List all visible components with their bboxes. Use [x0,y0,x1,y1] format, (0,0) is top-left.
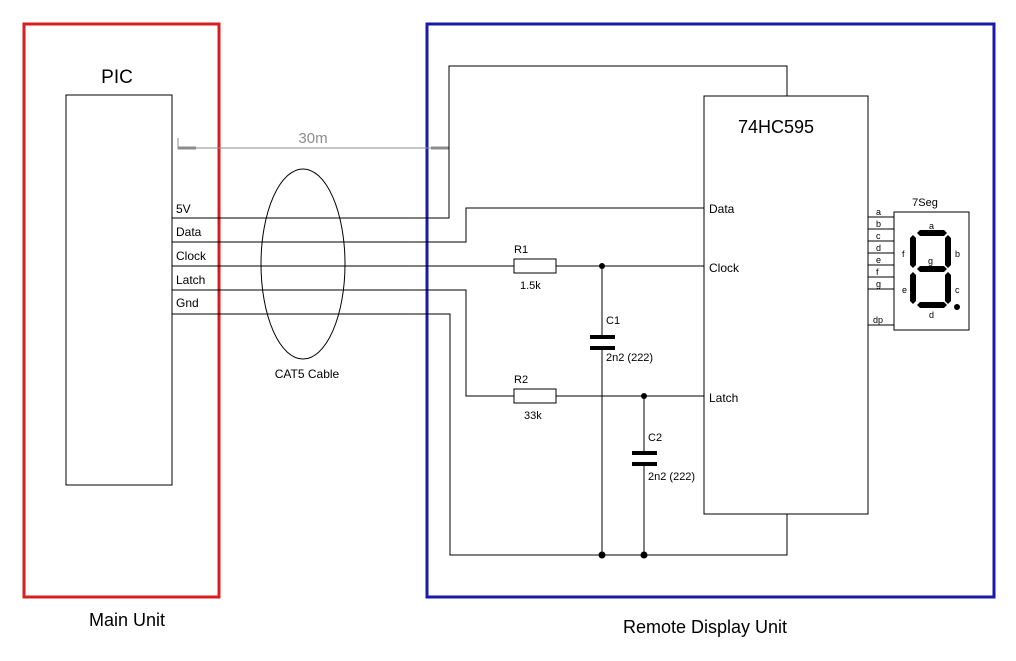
junction-gnd-c2 [640,551,648,559]
seven-seg-segments [910,230,960,310]
svg-text:c: c [955,285,960,295]
pic-pin-latch: Latch [176,273,205,287]
cat5-cable-label: CAT5 Cable [275,367,340,381]
junction-latch-c2 [641,393,647,399]
seg-pin-b: b [876,219,881,229]
c2-name: C2 [648,432,662,444]
remote-unit-caption: Remote Display Unit [623,617,787,637]
segment-f [910,235,916,268]
svg-text:d: d [929,310,934,320]
cat5-cable-ellipse [260,168,346,360]
segment-pin-wires [868,216,894,326]
segment-a [917,230,947,236]
wire-5v [172,65,788,219]
c1-value: 2n2 (222) [606,352,653,364]
seg-pin-e: e [876,255,881,265]
r1-resistor [513,258,557,274]
svg-text:a: a [929,221,934,231]
junction-clock-c1 [599,263,605,269]
remote-unit-border [425,22,996,599]
segment-g [917,266,947,272]
svg-text:g: g [928,256,933,266]
c2-value: 2n2 (222) [648,471,695,483]
svg-text:f: f [902,249,905,259]
r2-value: 33k [524,410,542,422]
pic-chip-label: PIC [101,67,133,88]
c2-capacitor [632,451,657,466]
pic-pin-data: Data [176,225,202,239]
cable-length-dimension [177,138,450,150]
r2-resistor [513,388,557,404]
r1-value: 1.5k [520,280,541,292]
wire-latch-a [172,289,514,397]
cable-length-label: 30m [298,130,327,147]
seg-pin-g: g [876,279,881,289]
shift-register-pin-data: Data [709,202,735,216]
segment-e [910,272,916,304]
seg-pin-d: d [876,243,881,253]
pic-chip-body [65,94,173,486]
c1-capacitor [590,335,615,350]
pic-pin-gnd: Gnd [176,296,199,310]
junction-dots [598,263,648,559]
c1-name: C1 [606,315,620,327]
seg-pin-a: a [876,207,881,217]
segment-d [917,302,947,308]
segment-dp [954,304,960,310]
wire-data [172,207,704,243]
pic-pin-5v: 5V [176,202,191,216]
seg-pin-c: c [876,231,881,241]
wiring [172,65,788,556]
seven-seg-label: 7Seg [912,197,938,209]
shift-register-body [703,95,869,515]
r1-name: R1 [514,244,528,256]
seg-pin-f: f [876,267,879,277]
shift-register-label: 74HC595 [738,117,814,137]
shift-register-pin-latch: Latch [709,391,738,405]
svg-text:b: b [955,249,960,259]
segment-b [945,235,951,268]
shift-register-pin-clock: Clock [709,261,740,275]
r2-name: R2 [514,374,528,386]
main-unit-caption: Main Unit [89,610,165,630]
svg-text:e: e [902,285,907,295]
seg-pin-dp: dp [873,315,883,325]
segment-c [945,272,951,304]
main-unit-border [22,22,221,599]
junction-gnd-c1 [598,551,606,559]
seven-seg-segment-letters: a b c d e f g [902,221,960,320]
pic-pin-clock: Clock [176,249,207,263]
wire-gnd [172,313,788,556]
